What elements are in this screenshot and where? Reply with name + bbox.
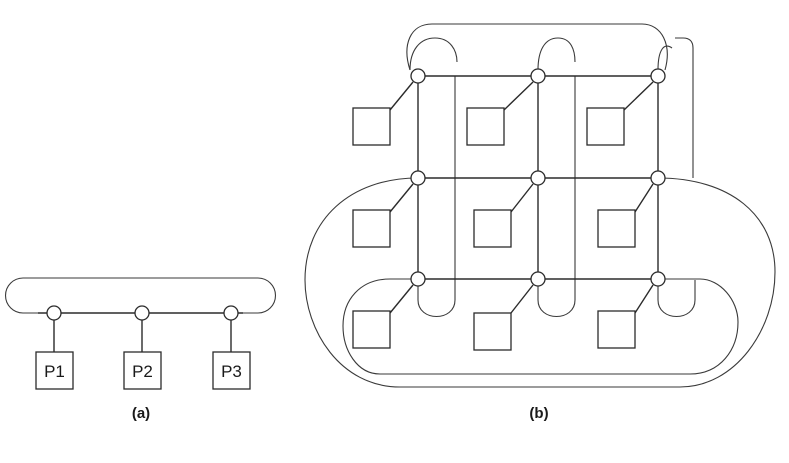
- processor-box: [352, 107, 391, 146]
- top-wrap-ring: [406, 23, 668, 71]
- switch-node: [410, 170, 426, 186]
- processor-box: [35, 351, 74, 390]
- bus-ring: [4, 277, 277, 314]
- processor-box: [466, 107, 505, 146]
- column-top-loop-1: [409, 37, 458, 71]
- processor-label: P1: [44, 362, 65, 381]
- column-wrap-loop-1: [417, 76, 456, 317]
- processor-link: [510, 284, 534, 314]
- mesh-node-r2c2: [473, 170, 546, 248]
- mesh-node-r1c2: [466, 68, 546, 146]
- column-wrap-loop-2: [537, 76, 576, 317]
- outer-wrap-ring: [304, 177, 776, 388]
- bus-node-3: P3: [212, 305, 251, 390]
- mesh-node-r2c3: [597, 170, 666, 248]
- switch-node: [410, 271, 426, 287]
- switch-node: [223, 305, 239, 321]
- processor-link: [634, 284, 654, 314]
- switch-node: [530, 68, 546, 84]
- processor-link: [503, 81, 534, 111]
- column-wrap-loop-3: [657, 279, 696, 317]
- mesh-network-b: (b): [304, 23, 776, 422]
- caption-b: (b): [529, 405, 548, 422]
- processor-label: P3: [221, 362, 242, 381]
- bus-network-a: P1 P2 P3 (a): [4, 277, 277, 422]
- processor-box: [212, 351, 251, 390]
- processor-link: [389, 81, 414, 111]
- bus-node-1: P1: [35, 305, 74, 390]
- mesh-node-r3c1: [352, 271, 426, 349]
- mesh-node-r3c3: [597, 271, 666, 349]
- inner-wrap-ring: [342, 278, 739, 375]
- switch-node: [530, 170, 546, 186]
- mesh-node-r1c1: [352, 68, 426, 146]
- right-wrap-bracket: [675, 37, 694, 178]
- switch-node: [530, 271, 546, 287]
- processor-box: [352, 310, 391, 349]
- processor-box: [473, 312, 512, 351]
- mesh-node-r1c3: [586, 68, 666, 146]
- switch-node: [46, 305, 62, 321]
- processor-link: [623, 81, 654, 111]
- processor-link: [510, 183, 534, 213]
- processor-box: [597, 209, 636, 248]
- bus-node-2: P2: [123, 305, 162, 390]
- processor-box: [473, 209, 512, 248]
- processor-box: [123, 351, 162, 390]
- processor-box: [352, 209, 391, 248]
- caption-a: (a): [132, 405, 150, 422]
- switch-node: [650, 170, 666, 186]
- switch-node: [650, 68, 666, 84]
- switch-node: [410, 68, 426, 84]
- switch-node: [134, 305, 150, 321]
- processor-link: [389, 183, 414, 213]
- column-top-loop-2: [537, 37, 576, 71]
- column-top-loop-3: [657, 45, 673, 71]
- mesh-node-r2c1: [352, 170, 426, 248]
- mesh-node-r3c2: [473, 271, 546, 351]
- processor-box: [597, 310, 636, 349]
- processor-label: P2: [132, 362, 153, 381]
- switch-node: [650, 271, 666, 287]
- processor-link: [389, 284, 414, 314]
- processor-link: [634, 183, 654, 213]
- processor-box: [586, 107, 625, 146]
